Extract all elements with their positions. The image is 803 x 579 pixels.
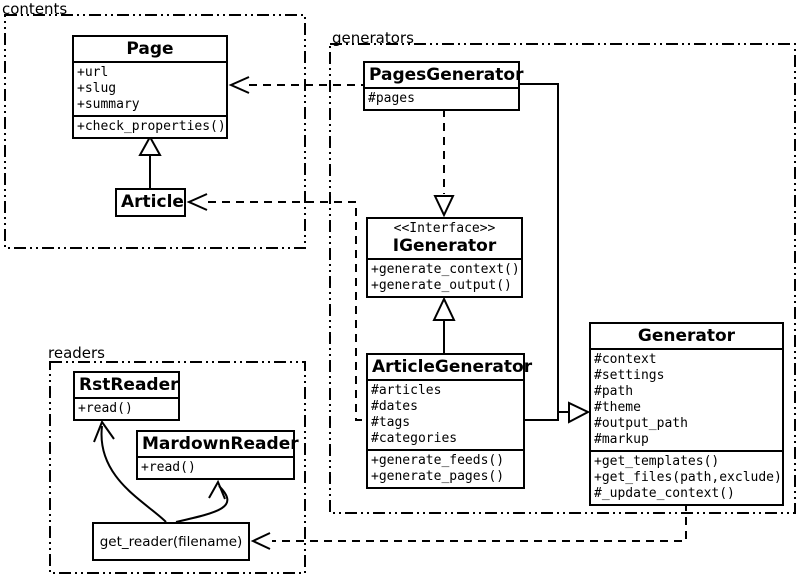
arrow-getreader-rstreader-curve [100, 425, 167, 523]
class-generator: Generator #context #settings #path #them… [589, 322, 784, 506]
class-page-title: Page [126, 39, 174, 59]
attribute: #output_path [594, 416, 688, 431]
function-get-reader-label: get_reader(filename) [99, 533, 243, 550]
attribute: #categories [371, 431, 458, 446]
attribute: #path [594, 384, 634, 399]
dependency-articlegenerator-article-line [208, 201, 366, 421]
attribute: #markup [594, 432, 649, 447]
attribute: #context [594, 352, 657, 367]
attribute: #pages [368, 91, 415, 106]
class-articlegenerator-attributes: #articles #dates #tags #categories [368, 379, 523, 449]
class-generator-attributes: #context #settings #path #theme #output_… [591, 348, 782, 450]
class-pagesgenerator-attributes: #pages [365, 87, 518, 109]
class-page: Page +url +slug +summary +check_properti… [72, 35, 228, 139]
dependency-pagesgenerator-page-arrowhead [228, 76, 250, 94]
arrow-getreader-rstreader-arrowhead [93, 419, 115, 443]
class-rstreader: RstReader +read() [73, 371, 180, 421]
method: +get_templates() [594, 454, 720, 469]
method: +generate_feeds() [371, 453, 505, 468]
class-article-title: Article [121, 192, 184, 212]
generalization-pagesgenerator-generator-line [520, 83, 569, 413]
package-label-generators: generators [332, 29, 414, 47]
method: +generate_output() [371, 278, 512, 293]
attribute: +url [77, 65, 109, 80]
dependency-generator-getreader-arrowhead [250, 532, 271, 550]
method: +generate_context() [371, 262, 520, 277]
class-igenerator-stereotype: <<Interface>> [393, 221, 496, 236]
class-pagesgenerator: PagesGenerator #pages [363, 61, 524, 111]
arrow-getreader-mardownreader-curve [175, 485, 229, 523]
attribute: #dates [371, 399, 418, 414]
attribute: #tags [371, 415, 411, 430]
arrow-getreader-mardownreader-arrowhead [208, 479, 226, 500]
method: +read() [141, 460, 196, 475]
method: +read() [78, 401, 133, 416]
class-generator-methods: +get_templates() +get_files(path,exclude… [591, 450, 782, 504]
class-igenerator-methods: +generate_context() +generate_output() [368, 258, 521, 296]
class-igenerator-name: IGenerator [392, 236, 497, 256]
dependency-generator-getreader-line [272, 503, 687, 542]
class-page-methods: +check_properties() [74, 115, 226, 137]
contents-package-border [4, 14, 306, 249]
method: +generate_pages() [371, 469, 505, 484]
class-article: Article [115, 188, 186, 217]
class-rstreader-methods: +read() [75, 397, 178, 419]
dependency-articlegenerator-article-arrowhead [186, 193, 208, 211]
generalization-article-page-triangle [138, 134, 162, 156]
package-label-contents: contents [2, 0, 68, 18]
method: #_update_context() [594, 486, 735, 501]
attribute: +summary [77, 97, 140, 112]
method: +get_files(path,exclude) [594, 470, 782, 485]
attribute: #theme [594, 400, 641, 415]
class-articlegenerator: ArticleGenerator #articles #dates #tags … [366, 353, 533, 489]
class-articlegenerator-methods: +generate_feeds() +generate_pages() [368, 449, 523, 487]
function-box-get-reader: get_reader(filename) [92, 522, 250, 561]
generalization-articlegenerator-generator-line [525, 412, 559, 421]
attribute: #settings [594, 368, 665, 383]
class-rstreader-title: RstReader [79, 375, 179, 395]
class-page-attributes: +url +slug +summary [74, 61, 226, 115]
readers-package-border [49, 361, 306, 574]
attribute: +slug [77, 81, 117, 96]
generalization-articlegenerator-igenerator-triangle [432, 296, 456, 321]
package-label-readers: readers [48, 344, 105, 362]
class-pagesgenerator-title: PagesGenerator [369, 65, 524, 85]
class-mardownreader: MardownReader +read() [136, 430, 299, 480]
attribute: #articles [371, 383, 442, 398]
realization-pagesgenerator-igenerator-triangle [433, 195, 455, 218]
generalization-generator-triangle [568, 401, 591, 424]
class-igenerator-title: <<Interface>> IGenerator [368, 219, 521, 258]
class-igenerator: <<Interface>> IGenerator +generate_conte… [366, 217, 523, 298]
class-mardownreader-title: MardownReader [142, 434, 299, 454]
generators-package-border [329, 43, 796, 514]
class-mardownreader-methods: +read() [138, 456, 293, 478]
class-articlegenerator-title: ArticleGenerator [372, 357, 533, 377]
class-generator-title: Generator [637, 326, 736, 346]
method: +check_properties() [77, 119, 226, 134]
